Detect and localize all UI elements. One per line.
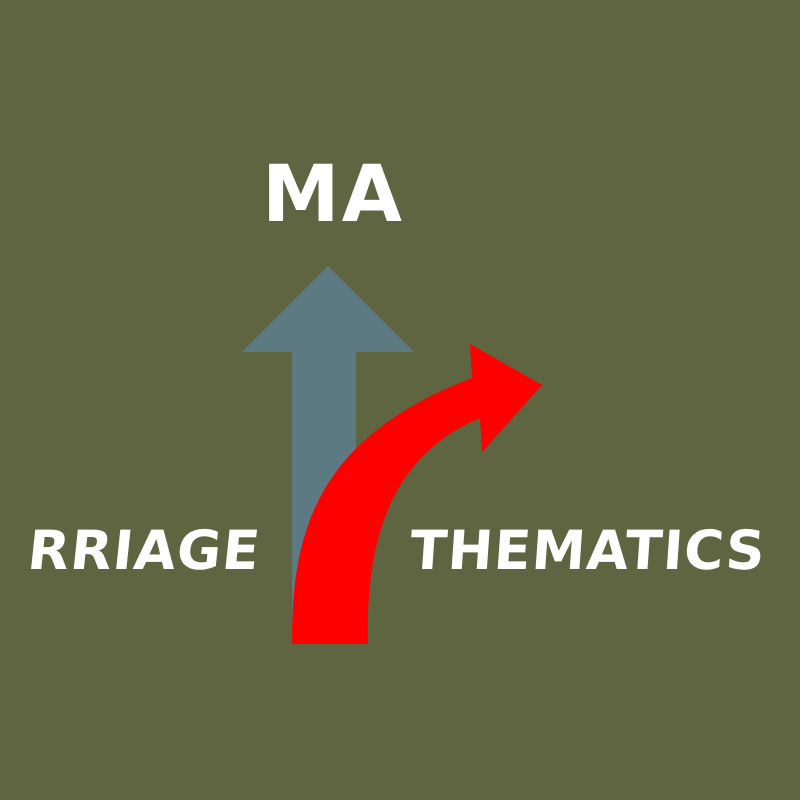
- curved-right-arrow-icon: [292, 344, 542, 644]
- word-top: MA: [262, 150, 404, 240]
- word-left: RRIAGE: [24, 519, 264, 582]
- word-right: THEMATICS: [407, 519, 768, 582]
- up-arrow-icon: [242, 266, 414, 640]
